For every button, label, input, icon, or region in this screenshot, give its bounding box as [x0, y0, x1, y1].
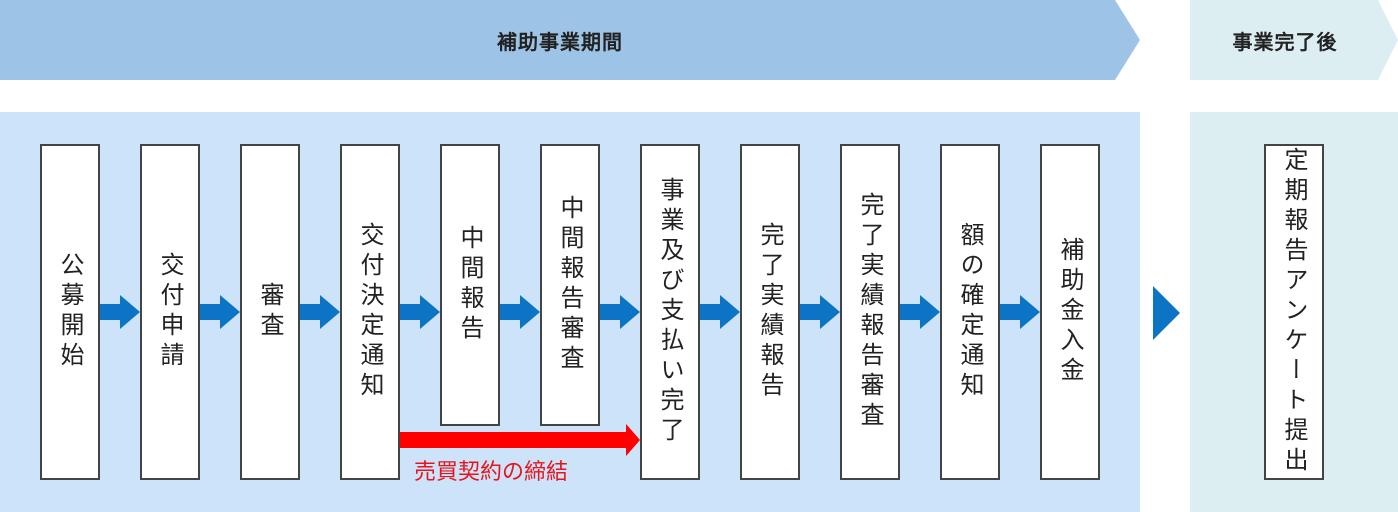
step-label: 交付決定通知 [356, 222, 384, 402]
step-label: 交付申請 [156, 252, 184, 372]
step-label: 中間報告審査 [556, 195, 584, 375]
step-label: 額の確定通知 [956, 222, 984, 402]
step-box-shinsa: 審査 [240, 144, 300, 480]
step-label: 公募開始 [56, 252, 84, 372]
step-box-kanryou-jisseki-houkoku-shinsa: 完了実績報告審査 [840, 144, 900, 480]
step-label: 審査 [256, 282, 284, 342]
after-completion-header-label: 事業完了後 [1232, 29, 1338, 54]
step-box-chuukan-houkoku: 中間報告 [440, 144, 500, 426]
period-header-label: 補助事業期間 [497, 29, 623, 54]
step-box-koufu-shinsei: 交付申請 [140, 144, 200, 480]
step-label: 事業及び支払い完了 [656, 177, 684, 447]
step-label: 完了実績報告審査 [856, 192, 884, 432]
after-completion-header-band: 事業完了後 [1190, 0, 1398, 80]
phase-transition-arrow-icon [1153, 286, 1180, 340]
step-label: 完了実績報告 [756, 222, 784, 402]
step-label: 定期報告アンケート提出 [1280, 147, 1308, 477]
step-box-hojokin-nyuukin: 補助金入金 [1040, 144, 1100, 480]
step-box-teiki-houkoku: 定期報告アンケート提出 [1264, 144, 1324, 480]
period-header-band: 補助事業期間 [0, 0, 1140, 80]
step-box-jigyou-shiharai-kanryou: 事業及び支払い完了 [640, 144, 700, 480]
step-label: 中間報告 [456, 225, 484, 345]
step-box-chuukan-houkoku-shinsa: 中間報告審査 [540, 144, 600, 426]
step-box-koufu-kettei-tsuchi: 交付決定通知 [340, 144, 400, 480]
step-box-gaku-kakutei-tsuchi: 額の確定通知 [940, 144, 1000, 480]
step-box-kanryou-jisseki-houkoku: 完了実績報告 [740, 144, 800, 480]
step-label: 補助金入金 [1056, 237, 1084, 387]
contract-label: 売買契約の締結 [414, 460, 569, 485]
step-box-koubo-kaishi: 公募開始 [40, 144, 100, 480]
